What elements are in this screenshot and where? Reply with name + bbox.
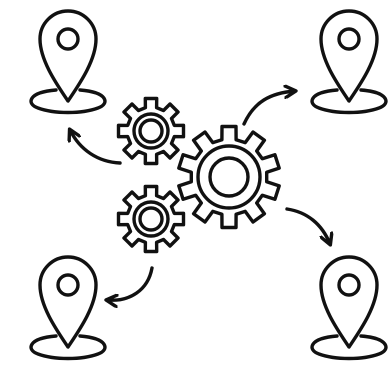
large-gear-icon	[177, 124, 281, 230]
small-gear-icon	[116, 96, 186, 166]
curved-arrow-icon	[70, 130, 122, 165]
location-pin-icon	[310, 255, 388, 361]
curved-arrow-icon	[242, 91, 295, 126]
location-pin-icon	[29, 9, 107, 115]
small-gear-icon	[116, 184, 186, 254]
location-pin-icon	[29, 255, 107, 361]
curved-arrow-icon	[285, 207, 330, 244]
location-pin-icon	[310, 9, 388, 115]
curved-arrow-icon	[107, 266, 154, 300]
